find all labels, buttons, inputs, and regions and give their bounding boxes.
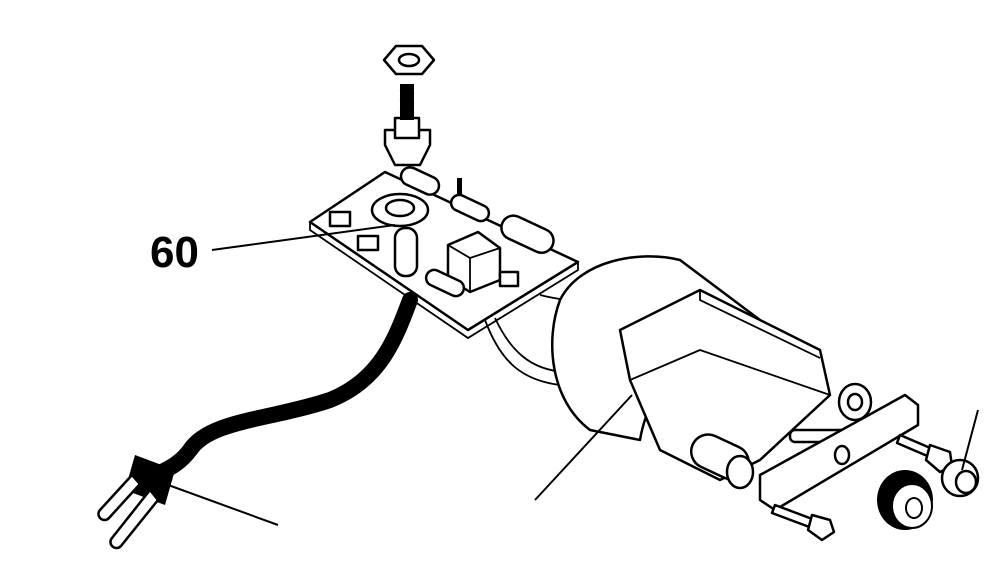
leader-line-bushing: [961, 409, 979, 471]
mounting-bracket: [758, 393, 920, 512]
power-plug: [97, 455, 175, 550]
motor: [551, 255, 873, 490]
potentiometer: [382, 44, 436, 167]
pinion-gear: [877, 470, 933, 530]
callout-label-60: 60: [150, 228, 199, 277]
leader-line-motor: [534, 394, 633, 501]
circuit-board: [308, 166, 580, 340]
power-cable: [142, 292, 418, 488]
bushing: [940, 458, 980, 498]
leader-line-plug: [159, 481, 279, 526]
leader-line-60: [211, 224, 396, 251]
screws: [770, 433, 954, 542]
